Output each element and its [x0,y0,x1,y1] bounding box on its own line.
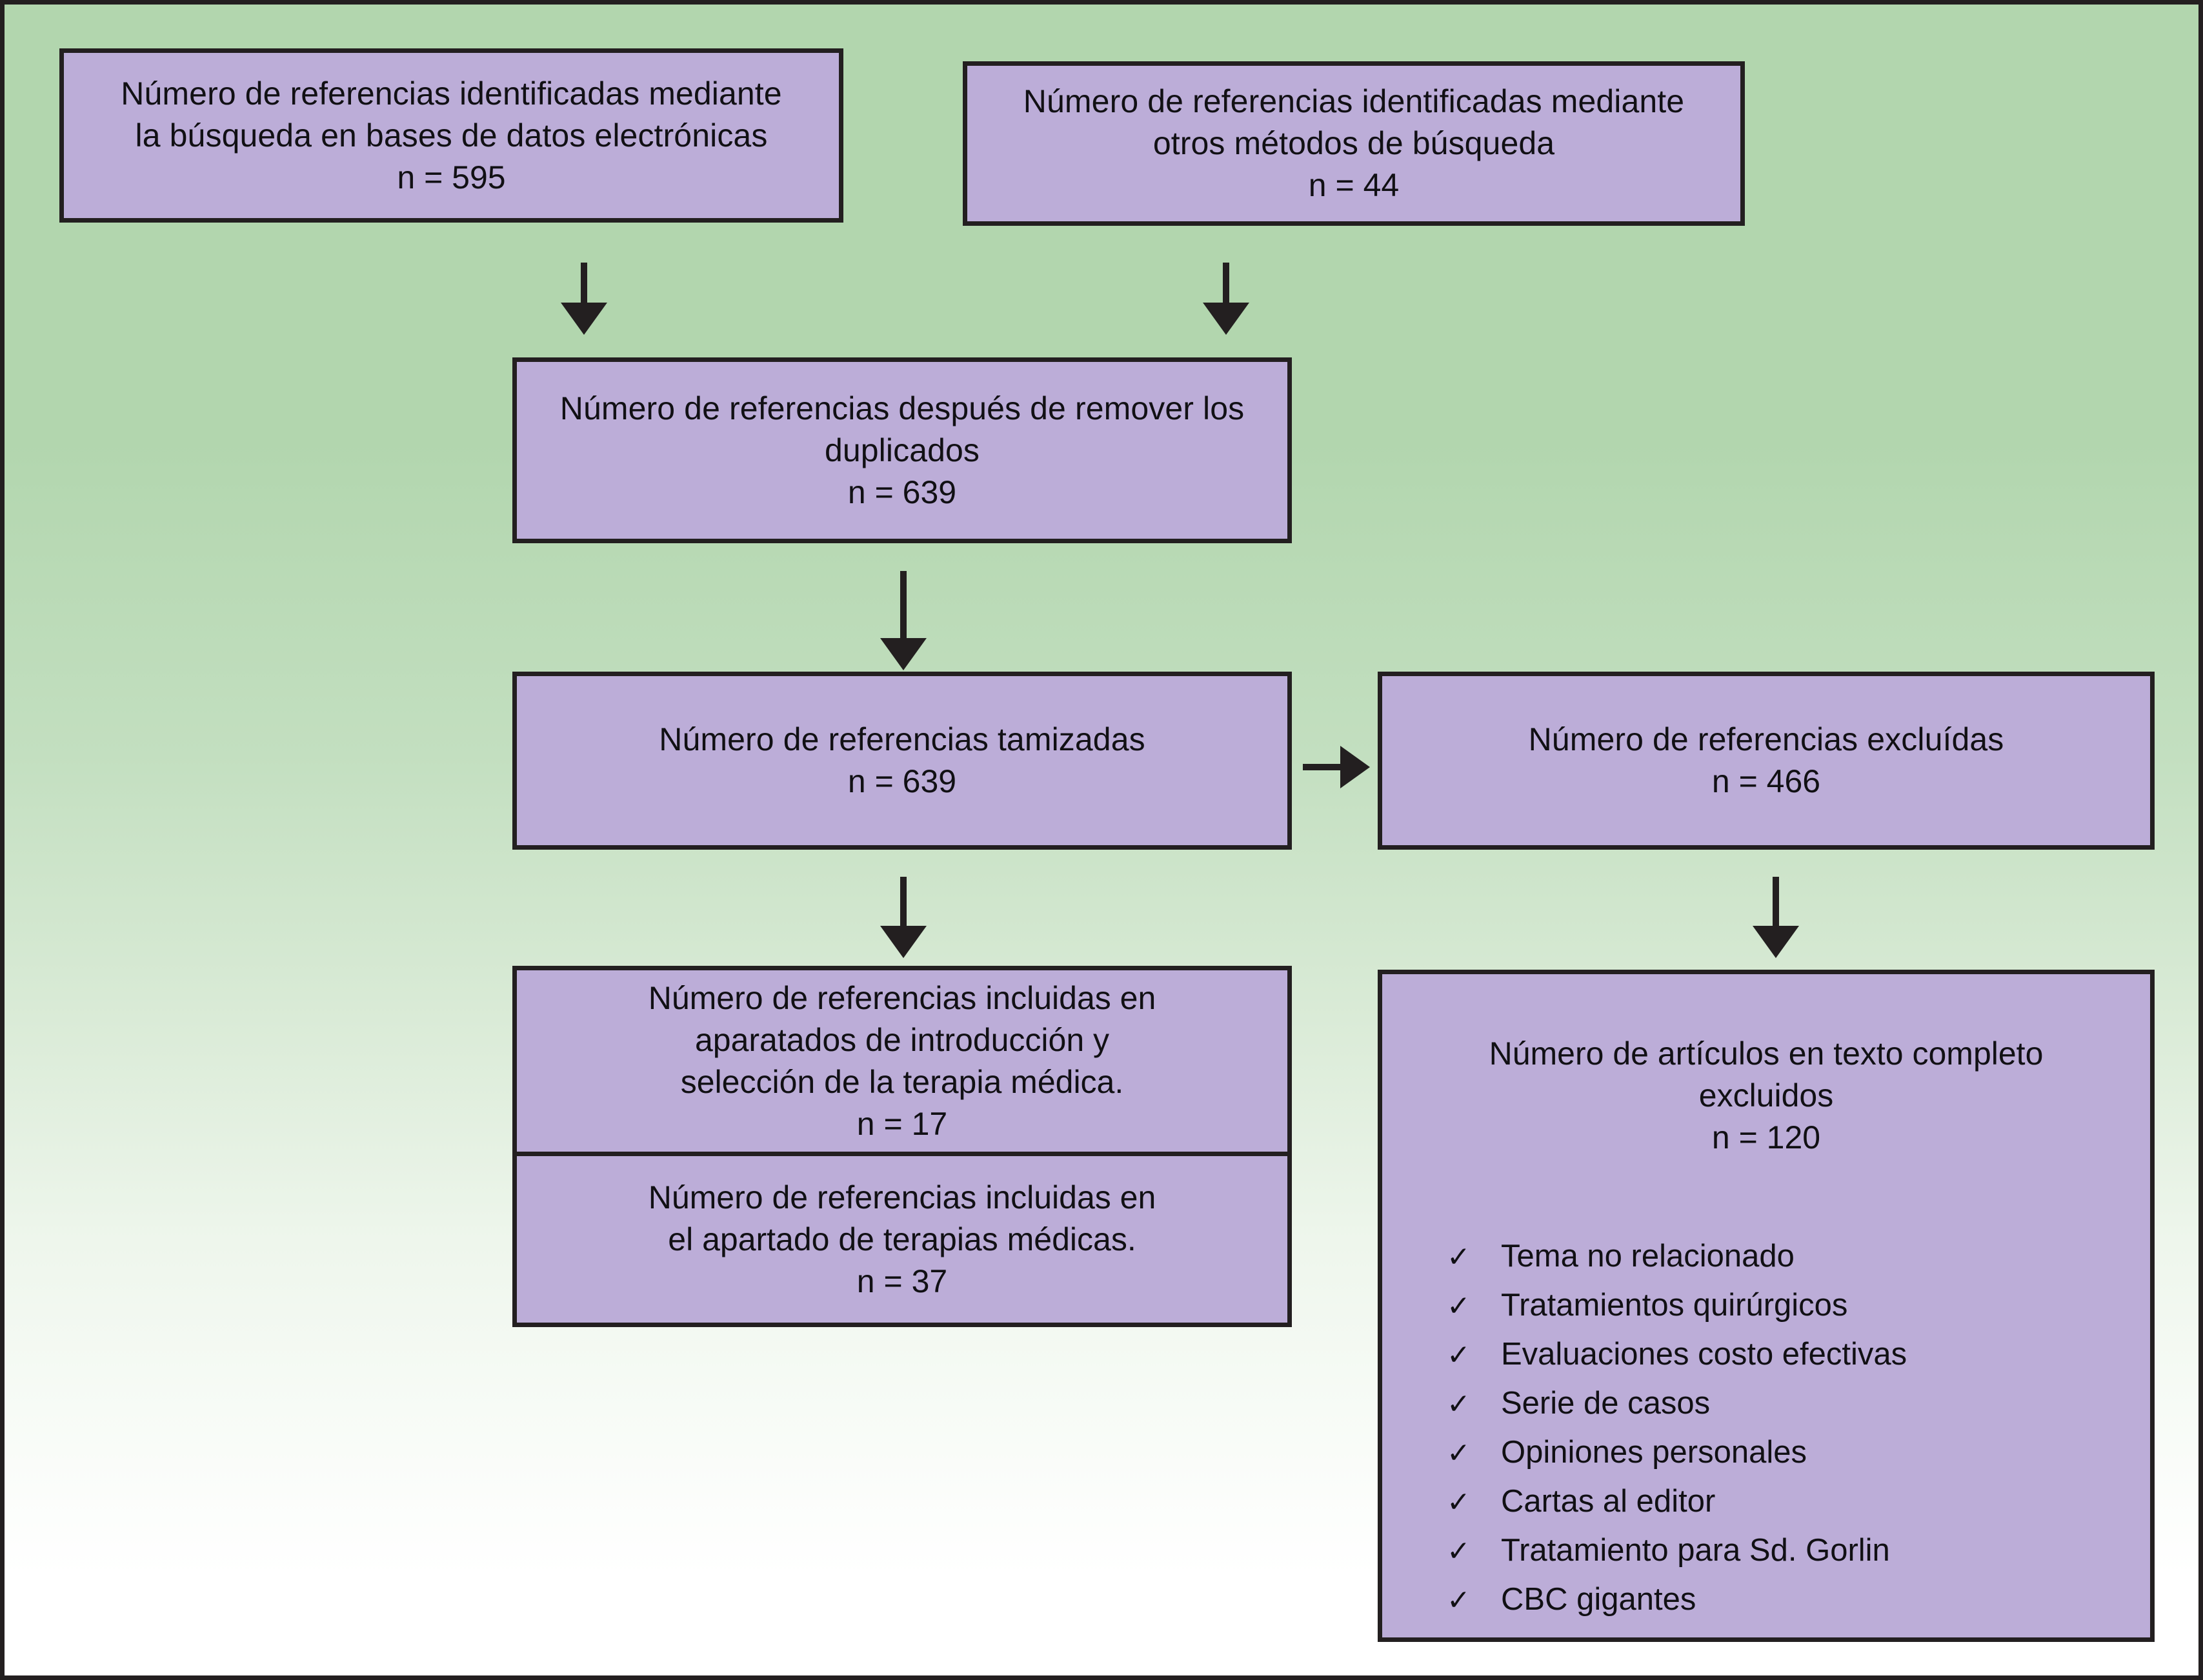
check-icon: ✓ [1447,1241,1471,1273]
box-fulltext-excluded-head: Número de artículos en texto completo ex… [1489,991,2044,1201]
box-after-duplicates: Número de referencias después de remover… [512,357,1292,543]
box-screened: Número de referencias tamizadas n = 639 [512,672,1292,850]
box-screened-count: n = 639 [847,763,957,799]
list-item: ✓ Tratamiento para Sd. Gorlin [1447,1535,1907,1566]
exclusion-reason-label: Tema no relacionado [1501,1239,1795,1274]
box-fulltext-excluded: Número de artículos en texto completo ex… [1378,970,2155,1642]
box-excluded-refs: Número de referencias excluídas n = 466 [1378,672,2155,850]
list-item: ✓ Opiniones personales [1447,1437,1907,1468]
exclusion-reason-label: Cartas al editor [1501,1484,1716,1519]
check-icon: ✓ [1447,1290,1471,1322]
box-identified-databases-text: Número de referencias identificadas medi… [121,75,782,154]
list-item: ✓ CBC gigantes [1447,1584,1907,1615]
check-icon: ✓ [1447,1388,1471,1420]
box-included-therapies-count: n = 37 [856,1263,948,1299]
box-identified-databases: Número de referencias identificadas medi… [59,48,843,223]
list-item: ✓ Serie de casos [1447,1388,1907,1419]
box-screened-text: Número de referencias tamizadas [659,721,1145,757]
exclusion-reason-label: Tratamiento para Sd. Gorlin [1501,1533,1890,1568]
box-included-intro: Número de referencias incluidas en apara… [517,970,1287,1152]
check-icon: ✓ [1447,1486,1471,1518]
box-included-therapies-text: Número de referencias incluidas en el ap… [648,1179,1156,1257]
exclusion-reasons-list: ✓ Tema no relacionado ✓ Tratamientos qui… [1447,1241,1907,1633]
box-identified-other-text: Número de referencias identificadas medi… [1023,83,1685,161]
box-after-duplicates-text: Número de referencias después de remover… [559,390,1245,468]
box-identified-databases-count: n = 595 [397,159,506,195]
list-item: ✓ Tratamientos quirúrgicos [1447,1290,1907,1321]
check-icon: ✓ [1447,1339,1471,1371]
exclusion-reason-label: Tratamientos quirúrgicos [1501,1288,1848,1323]
list-item: ✓ Cartas al editor [1447,1486,1907,1517]
box-identified-other: Número de referencias identificadas medi… [963,61,1745,226]
list-item: ✓ Evaluaciones costo efectivas [1447,1339,1907,1370]
box-included-stack: Número de referencias incluidas en apara… [512,966,1292,1327]
exclusion-reason-label: Evaluaciones costo efectivas [1501,1337,1907,1372]
box-included-therapies: Número de referencias incluidas en el ap… [517,1152,1287,1323]
box-included-intro-count: n = 17 [856,1105,948,1142]
exclusion-reason-label: Opiniones personales [1501,1435,1807,1470]
check-icon: ✓ [1447,1535,1471,1567]
box-included-intro-text: Número de referencias incluidas en apara… [648,979,1156,1100]
box-fulltext-excluded-text: Número de artículos en texto completo ex… [1489,1035,2044,1114]
box-after-duplicates-count: n = 639 [847,474,957,510]
box-identified-other-count: n = 44 [1308,167,1400,203]
exclusion-reason-label: Serie de casos [1501,1386,1711,1421]
box-excluded-refs-count: n = 466 [1711,763,1821,799]
check-icon: ✓ [1447,1585,1471,1616]
list-item: ✓ Tema no relacionado [1447,1241,1907,1272]
check-icon: ✓ [1447,1437,1471,1469]
exclusion-reason-label: CBC gigantes [1501,1582,1696,1617]
box-fulltext-excluded-count: n = 120 [1711,1119,1821,1155]
box-excluded-refs-text: Número de referencias excluídas [1528,721,2004,757]
